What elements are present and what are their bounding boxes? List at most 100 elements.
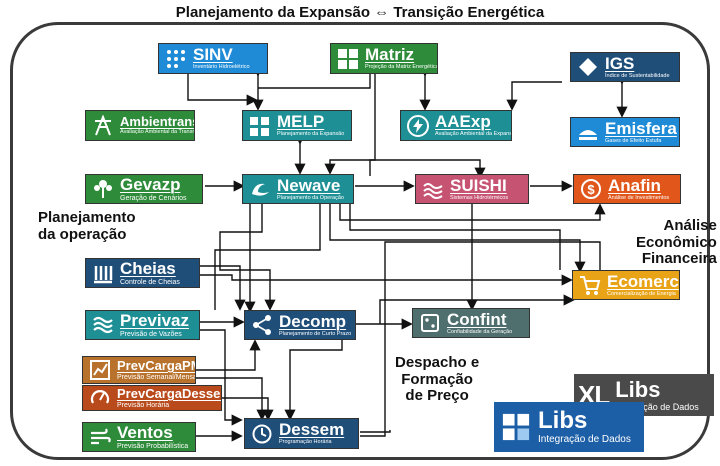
xl-libs-name: Libs: [615, 376, 661, 402]
module-name: AAExp: [435, 112, 491, 132]
clock-icon: [249, 421, 275, 447]
tower-icon: [90, 113, 116, 139]
module-name: Ecomerc: [607, 271, 679, 291]
cart-icon: [577, 272, 603, 298]
module-name: Gevazp: [120, 175, 181, 194]
blocks-icon: [247, 113, 273, 139]
module-subtitle: Inventário Hidroelétrico: [193, 64, 250, 71]
module-name: Cheias: [120, 259, 176, 278]
water-icon: [420, 176, 446, 202]
module-subtitle: Controle de Cheias: [120, 279, 180, 286]
module-name: Newave: [277, 175, 341, 195]
module-subtitle: Geração de Cenários: [120, 195, 187, 202]
module-subtitle: Avaliação Ambiental da Transmissão: [120, 129, 194, 136]
module-name: Matriz: [365, 45, 415, 65]
dollar-icon: $: [578, 176, 604, 202]
module-name: Decomp: [279, 311, 347, 331]
chart-icon: [87, 357, 113, 383]
module-subtitle: Planejamento da Operação: [277, 194, 344, 201]
module-name: Dessem: [279, 420, 345, 440]
module-subtitle: Previsão Semanal/Mensal: [117, 374, 196, 381]
label-line: Despacho e: [395, 354, 480, 371]
module-subtitle: Avaliação Ambiental da Expansão: [435, 131, 512, 138]
libs-name: Libs: [538, 407, 588, 434]
module-name: PrevCargaDessem: [117, 386, 222, 401]
label-planejamento-operacao: Planejamento da operação: [38, 209, 136, 243]
module-subtitle: Comercialização de Energia: [607, 290, 676, 297]
module-subtitle: Confiabilidade da Geração: [447, 328, 513, 335]
gauge-icon: [87, 386, 113, 410]
module-subtitle: Projeção da Matriz Energética: [365, 64, 438, 71]
wind-icon: [87, 424, 113, 450]
module-name: Previvaz: [120, 311, 189, 330]
diagram-title: Planejamento da Expansão ⇔ Transição Ene…: [175, 4, 545, 21]
module-subtitle: Planejamento de Curto Prazo: [279, 330, 352, 337]
dam-icon: [90, 260, 116, 286]
label-line: Planejamento: [38, 209, 136, 226]
label-line: Análise: [663, 217, 717, 234]
label-analise-economico: Análise Econômico Financeira: [636, 217, 717, 268]
module-subtitle: Previsão de Vazões: [120, 331, 182, 338]
waves-icon: [90, 312, 116, 338]
module-name: SINV: [193, 45, 233, 65]
module-subtitle: Previsão Probabilística: [117, 443, 189, 450]
module-subtitle: Gases de Efeito Estufa: [605, 137, 662, 144]
dots-grid-icon: [163, 46, 189, 72]
wave-icon: [247, 176, 273, 202]
module-subtitle: Análise de Investimentos: [608, 194, 670, 201]
label-line: da operação: [38, 225, 127, 243]
module-prevcargapmo[interactable]: PrevCargaPMOPrevisão Semanal/Mensal: [82, 356, 196, 384]
module-name: Ventos: [117, 423, 173, 442]
module-name: PrevCargaPMO: [117, 358, 195, 373]
module-name: SUISHI: [450, 175, 507, 195]
module-name: IGS: [605, 53, 635, 73]
puzzle-icon: [498, 409, 534, 445]
module-subtitle: Índice de Sustentabilidade: [605, 72, 670, 79]
module-subtitle: Programação Horária: [279, 439, 332, 446]
module-name: Confint: [447, 309, 507, 329]
libs-subtitle: Integração de Dados: [538, 434, 631, 445]
label-line: de Preço: [405, 387, 469, 404]
globe-icon: [575, 119, 601, 145]
label-line: Econômico: [636, 233, 717, 251]
grid-icon: [335, 46, 361, 72]
xl-libs-subtitle: Integração de Dados: [615, 401, 699, 412]
module-subtitle: Previsão Horária: [117, 402, 170, 409]
label-line: Financeira: [641, 250, 717, 267]
ecosystem-frame: [10, 22, 710, 460]
module-name: Ambientrans: [120, 114, 195, 130]
dice-icon: [417, 310, 443, 336]
share-icon: [249, 312, 275, 338]
module-subtitle: Sistemas Hidrotérmicos: [450, 194, 509, 201]
bolt-icon: [405, 113, 431, 139]
label-despacho: Despacho e Formação de Preço: [395, 354, 480, 405]
module-name: Anafin: [608, 175, 661, 195]
module-name: MELP: [277, 112, 325, 132]
module-name: Emisfera: [605, 118, 677, 138]
svg-text:$: $: [587, 182, 595, 197]
label-line: Formação: [401, 370, 473, 388]
module-subtitle: Planejamento da Expansão: [277, 131, 345, 138]
